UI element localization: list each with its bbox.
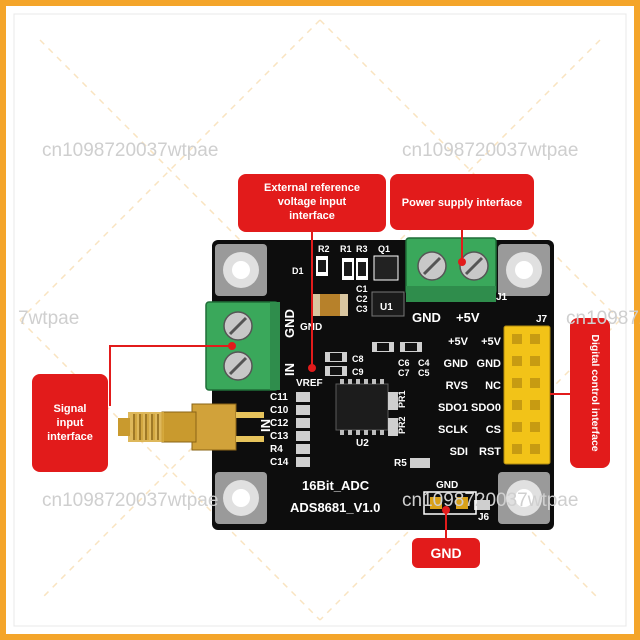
- mounting-hole-icon: [215, 244, 267, 296]
- silk-pr2: PR2: [397, 416, 407, 434]
- gnd-header: [423, 491, 477, 515]
- power-terminal: [405, 237, 497, 302]
- mounting-hole-icon: [498, 244, 550, 296]
- silk-j7: J7: [536, 314, 548, 325]
- j7-pin-label-right: GND: [477, 358, 502, 370]
- silk-c5: C5: [418, 368, 430, 378]
- silk-d1: D1: [292, 266, 304, 276]
- callout-signal: Signal input interface: [32, 342, 236, 472]
- silk-in-side: IN: [282, 363, 297, 376]
- silk-r3: R3: [356, 244, 368, 254]
- j7-pin-label-left: RVS: [446, 380, 468, 392]
- silk-gnd-j6: GND: [436, 480, 458, 491]
- callout-vref-line3: interface: [289, 210, 335, 222]
- silk-c3: C3: [356, 304, 368, 314]
- mounting-hole-icon: [498, 472, 550, 524]
- watermarks: cn1098720037wtpae cn1098720037wtpae 7wtp…: [18, 140, 640, 511]
- callout-gnd: GND: [412, 506, 480, 568]
- silk-c12: C12: [270, 418, 289, 429]
- silk-in-sma: IN: [258, 419, 273, 432]
- watermark-text: 7wtpae: [18, 308, 79, 329]
- silk-j6: J6: [478, 512, 490, 523]
- silk-q1: Q1: [378, 244, 390, 254]
- silk-c14: C14: [270, 457, 289, 468]
- silk-c2: C2: [356, 294, 368, 304]
- j7-pin-label-left: +5V: [448, 336, 469, 348]
- callout-vref-line2: voltage input: [278, 196, 347, 208]
- callout-vref-line1: External reference: [264, 182, 360, 194]
- silk-c9: C9: [352, 367, 364, 377]
- silk-r5: R5: [394, 458, 407, 469]
- watermark-text: cn1098720037wtpae: [42, 490, 218, 511]
- j7-pin-label-left: SCLK: [438, 424, 468, 436]
- callout-signal-line2: input: [57, 417, 84, 429]
- digital-header: [503, 325, 551, 465]
- silk-c10: C10: [270, 405, 289, 416]
- j7-pin-label-left: GND: [444, 358, 469, 370]
- watermark-text: cn1098720037wtpae: [566, 308, 640, 329]
- callout-power: Power supply interface: [390, 174, 534, 266]
- sma-connector: [118, 403, 264, 451]
- signal-terminal: [205, 301, 280, 391]
- silk-j1: J1: [496, 292, 508, 303]
- adc-chip: [335, 383, 389, 431]
- silk-c4: C4: [418, 358, 430, 368]
- silk-c1: C1: [356, 284, 368, 294]
- j7-pin-label-right: NC: [485, 380, 501, 392]
- silk-5v-top: +5V: [456, 310, 480, 325]
- pcb-board: [212, 240, 554, 530]
- silkscreen-labels: D1 R2 R1 R3 Q1 C1 C2 C3 U1 J1 GND +5V GN…: [258, 244, 548, 523]
- j7-pin-label-left: SDO1: [438, 402, 468, 414]
- silk-c11: C11: [270, 392, 288, 403]
- silk-u1: U1: [380, 302, 393, 313]
- j7-pin-label-right: SDO0: [471, 402, 501, 414]
- callout-digital: Digital control interface: [550, 318, 610, 468]
- watermark-text: cn1098720037wtpae: [402, 490, 578, 511]
- callout-vref: External reference voltage input interfa…: [238, 174, 386, 372]
- callout-signal-line3: interface: [47, 431, 93, 443]
- j7-pin-label-left: SDI: [450, 446, 468, 458]
- board-name-line1: 16Bit_ADC: [302, 478, 370, 493]
- silk-c8: C8: [352, 354, 364, 364]
- silk-vref: VREF: [296, 378, 323, 389]
- silk-gnd-top: GND: [412, 310, 441, 325]
- watermark-text: cn1098720037wtpae: [42, 140, 218, 161]
- silk-c6: C6: [398, 358, 410, 368]
- silk-r2: R2: [318, 244, 330, 254]
- silk-r1: R1: [340, 244, 352, 254]
- watermark-text: cn1098720037wtpae: [402, 140, 578, 161]
- callout-gnd-label: GND: [430, 545, 461, 561]
- mounting-hole-icon: [215, 472, 267, 524]
- j7-pin-label-right: RST: [479, 446, 501, 458]
- callout-digital-label: Digital control interface: [589, 334, 601, 451]
- silk-gnd-side: GND: [282, 309, 297, 338]
- watermark-lines: [19, 19, 621, 621]
- board-name-line2: ADS8681_V1.0: [290, 500, 380, 515]
- silk-u2: U2: [356, 438, 369, 449]
- silk-r4: R4: [270, 444, 283, 455]
- silk-c13: C13: [270, 431, 289, 442]
- silk-pr1: PR1: [397, 390, 407, 408]
- j7-pin-label-right: +5V: [481, 336, 502, 348]
- callout-signal-line1: Signal: [53, 403, 86, 415]
- j7-pin-label-right: CS: [486, 424, 501, 436]
- callout-power-label: Power supply interface: [402, 197, 522, 209]
- silk-c7: C7: [398, 368, 410, 378]
